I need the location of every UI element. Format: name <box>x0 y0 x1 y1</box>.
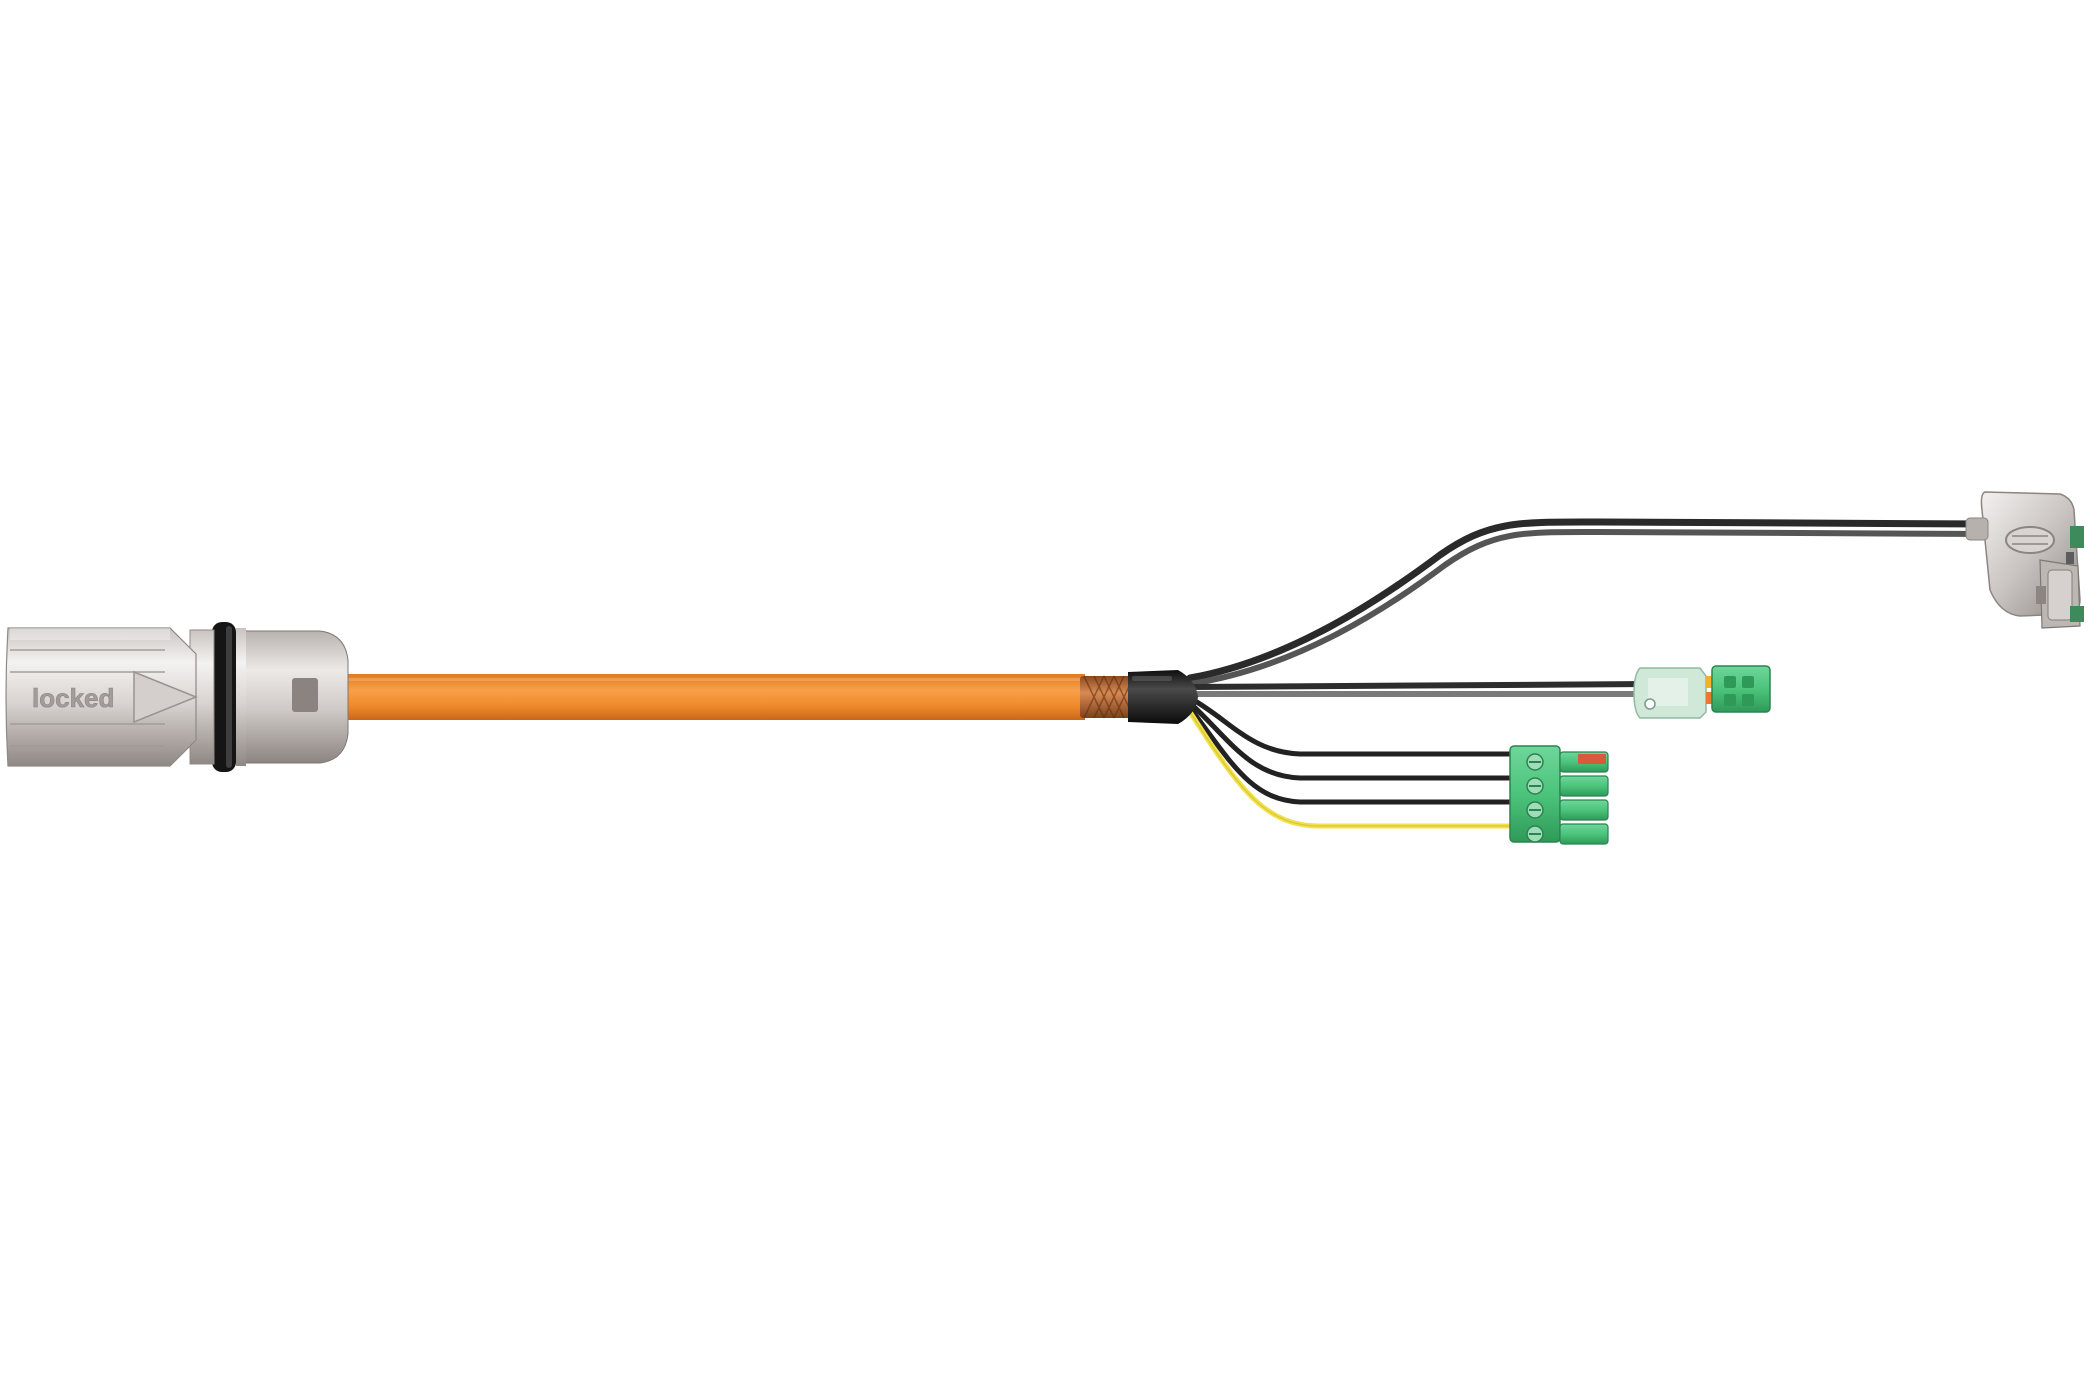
terminal-release-tab <box>1578 754 1606 764</box>
heat-shrink-sleeve <box>1128 670 1198 724</box>
wire-dsub-b <box>1187 528 1993 687</box>
signal-plug-icon <box>1633 665 1771 719</box>
terminal-screws <box>1526 753 1544 843</box>
round-circular-connector-icon: locked <box>5 622 349 772</box>
knurl-flutes <box>10 649 165 747</box>
o-ring <box>212 622 236 772</box>
connector-engraving-text: locked <box>32 683 114 713</box>
dsub-grip <box>2005 526 2055 554</box>
wire-power-black-1 <box>1187 695 1523 757</box>
dsub-connector-icon <box>1965 491 2084 629</box>
wire-dsub-a <box>1186 518 1994 682</box>
power-terminal-block-icon <box>1509 745 1609 845</box>
main-cable <box>340 670 1198 724</box>
lock-arrow-marker <box>133 670 199 724</box>
wire-signal-a <box>1187 681 1653 690</box>
branch-wires <box>1186 518 1994 829</box>
wire-power-black-3 <box>1187 705 1523 805</box>
wire-power-yellow-edge <box>1189 711 1521 827</box>
shield-braid <box>1080 675 1136 719</box>
wire-power-black-2 <box>1187 700 1523 781</box>
